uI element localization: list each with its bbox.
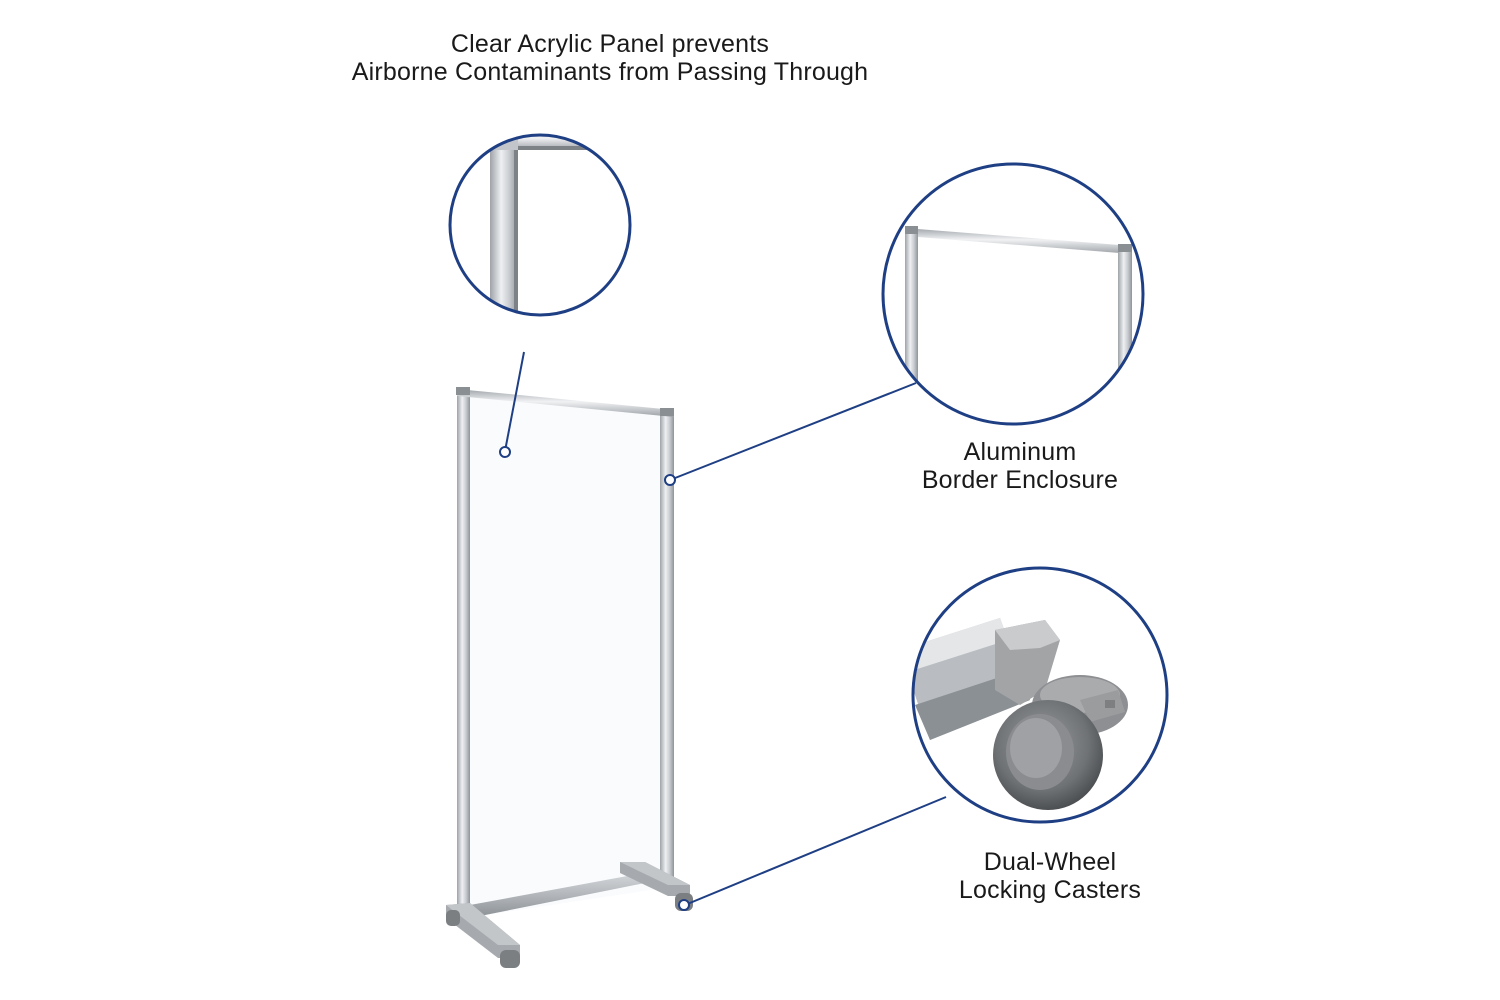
caption-acrylic-line2: Airborne Contaminants from Passing Throu… [351, 58, 869, 86]
left-post [457, 389, 470, 922]
caption-casters-line1: Dual-Wheel [983, 848, 1117, 876]
caster-wheel-left [500, 950, 520, 968]
leader-line-acrylic [504, 351, 525, 452]
caption-locking-casters: Dual-Wheel Locking Casters [900, 848, 1200, 904]
leader-lines [504, 351, 947, 906]
partition-panel [446, 387, 693, 968]
caption-aluminum-line2: Border Enclosure [921, 466, 1119, 494]
right-foot [620, 862, 690, 896]
right-post [660, 410, 674, 880]
acrylic-panel [466, 395, 664, 918]
leader-line-aluminum [669, 382, 917, 481]
top-rail [457, 389, 674, 417]
callout-dot-aluminum [664, 474, 676, 486]
caption-aluminum-line1: Aluminum [963, 438, 1077, 466]
caster-lock-tab [1080, 690, 1125, 722]
caption-casters-line2: Locking Casters [958, 876, 1142, 904]
leader-line-casters [684, 796, 947, 906]
zoom-circle-acrylic [448, 133, 632, 317]
zoom-circle-aluminum [881, 162, 1145, 426]
caption-aluminum-border: Aluminum Border Enclosure [870, 438, 1170, 494]
caption-acrylic-panel: Clear Acrylic Panel prevents Airborne Co… [300, 30, 920, 86]
caption-acrylic-line1: Clear Acrylic Panel prevents [450, 30, 770, 58]
zoom-circle-casters [911, 566, 1169, 824]
callout-dot-acrylic [499, 446, 511, 458]
callout-dot-casters [678, 899, 690, 911]
bottom-crossbar [470, 870, 660, 918]
